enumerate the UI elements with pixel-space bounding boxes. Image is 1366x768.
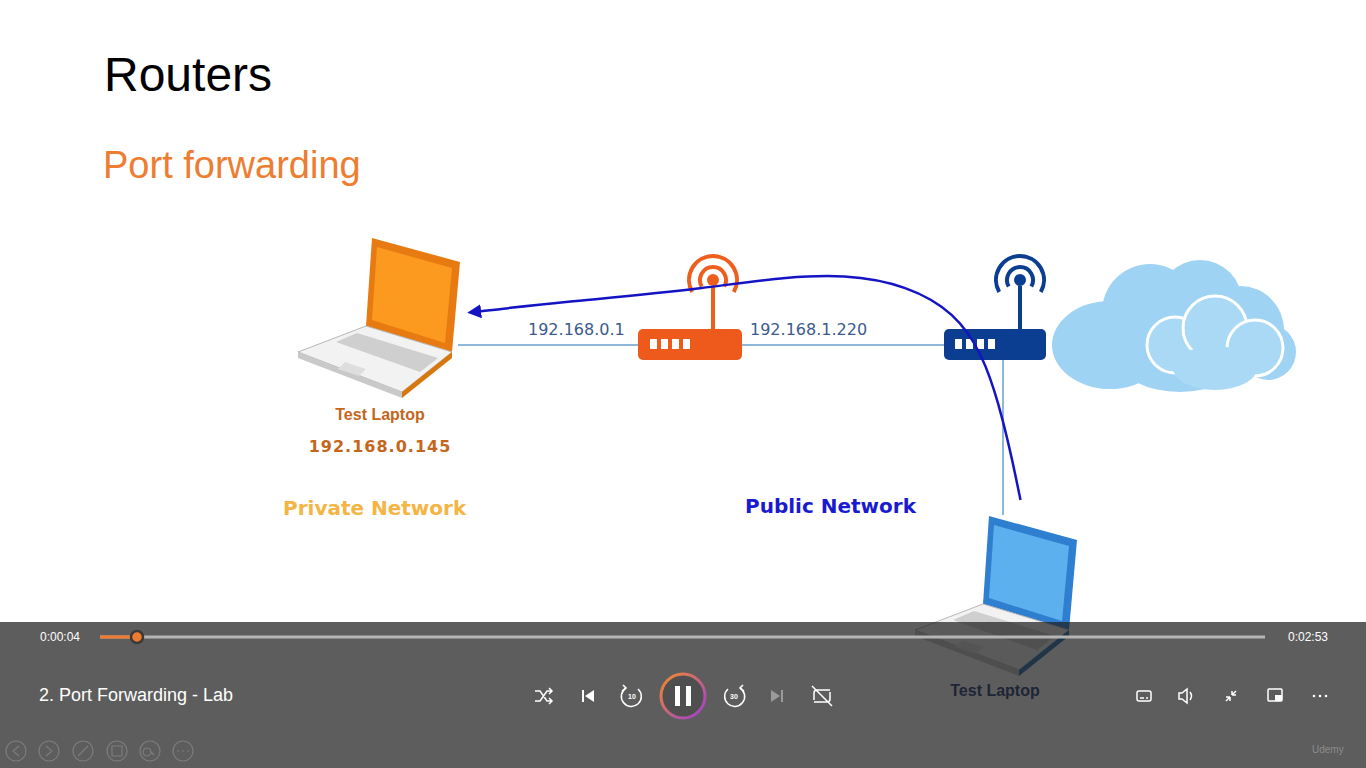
wires xyxy=(458,344,640,346)
label-wrap: 0:02:53 xyxy=(1288,630,1328,644)
toolbar-icons xyxy=(107,741,127,761)
toolbar-icons xyxy=(6,741,193,761)
control-icons xyxy=(621,688,641,706)
router-icon xyxy=(661,339,668,349)
label-wrap: 2. Port Forwarding - Lab xyxy=(39,685,233,707)
flow-arrow xyxy=(470,276,1021,500)
router-icon xyxy=(638,329,742,360)
router-icon xyxy=(1018,286,1022,330)
elapsed-time: 0:00:04 xyxy=(40,630,80,644)
control-icons xyxy=(1319,695,1322,698)
control-icons xyxy=(812,686,832,706)
label-wrap: 10 xyxy=(628,693,636,701)
wires xyxy=(742,344,945,346)
ip-address: 192.168.0.1 xyxy=(528,320,625,339)
ip-address: 192.168.0.145 xyxy=(309,437,452,457)
router-icon xyxy=(700,267,726,286)
router-icon xyxy=(711,286,715,330)
router-icon xyxy=(944,256,1046,360)
router-icon xyxy=(988,339,995,349)
control-icons xyxy=(1226,691,1236,701)
label-wrap: Private Network xyxy=(283,496,466,520)
control-icons xyxy=(1325,695,1328,698)
router-icon xyxy=(944,329,1046,360)
control-icons xyxy=(725,688,745,706)
progress-bar xyxy=(100,636,1265,639)
slide-title: Routers xyxy=(104,46,272,104)
router-icon xyxy=(977,339,984,349)
network-name: Private Network xyxy=(283,496,466,520)
control-icons xyxy=(1137,691,1151,701)
control-icons xyxy=(661,674,705,718)
label-wrap: Udemy xyxy=(1312,744,1344,756)
toolbar-icons xyxy=(13,746,189,756)
progress-bar xyxy=(100,631,1265,643)
laptop-icon xyxy=(298,238,460,398)
device-name: Test Laptop xyxy=(950,681,1039,701)
laptop-icon xyxy=(372,247,452,343)
toolbar-icons xyxy=(39,741,59,761)
video-title: 2. Port Forwarding - Lab xyxy=(39,685,233,707)
control-icons xyxy=(1140,697,1148,699)
label-wrap: 30 xyxy=(730,693,738,701)
label-wrap: 192.168.0.1 xyxy=(528,320,625,339)
skip-number: 10 xyxy=(628,693,636,701)
router-icon xyxy=(707,274,719,286)
total-time: 0:02:53 xyxy=(1288,630,1328,644)
router-icon xyxy=(955,339,962,349)
control-icons xyxy=(622,685,626,691)
control-icons xyxy=(740,685,744,691)
router-icon xyxy=(638,256,742,360)
control-icons xyxy=(585,690,594,702)
laptop-node: Test Laptop 192.168.0.145 xyxy=(290,236,470,461)
control-icons xyxy=(535,674,1327,718)
title-wrap: Routers xyxy=(104,46,272,104)
ip-address: 192.168.1.220 xyxy=(750,320,867,339)
router-icon xyxy=(672,339,679,349)
control-icons xyxy=(1268,689,1282,701)
wires xyxy=(458,345,1003,515)
control-icons xyxy=(582,690,584,702)
label-wrap: Public Network xyxy=(745,494,916,518)
router-icon xyxy=(1014,274,1026,286)
label-wrap: 192.168.1.220 xyxy=(750,320,867,339)
network-name: Public Network xyxy=(745,494,916,518)
laptop-icon xyxy=(989,525,1069,621)
label-wrap: 0:00:04 xyxy=(40,630,80,644)
control-icons xyxy=(675,686,680,706)
label-wrap: Port forwarding xyxy=(103,143,361,189)
control-icons xyxy=(1313,695,1316,698)
device-name: Test Laptop xyxy=(335,405,424,425)
watermark: Udemy xyxy=(1312,744,1344,756)
router-icon xyxy=(650,339,657,349)
router-icon xyxy=(683,339,690,349)
toolbar-icons xyxy=(6,741,26,761)
cloud xyxy=(1173,346,1257,390)
control-icons xyxy=(781,690,783,702)
laptop-icon xyxy=(338,362,366,376)
wires xyxy=(1002,360,1004,515)
control-icons xyxy=(1179,689,1192,703)
control-icons xyxy=(535,688,552,704)
control-icons xyxy=(1275,695,1282,701)
control-icons xyxy=(771,690,780,702)
control-icons xyxy=(686,686,691,706)
progress-bar xyxy=(131,631,143,643)
cloud xyxy=(1052,260,1296,392)
skip-number: 30 xyxy=(730,693,738,701)
slide-subtitle: Port forwarding xyxy=(103,143,361,189)
router-icon xyxy=(1007,267,1033,286)
laptop-node: Test Laptop xyxy=(910,500,1080,705)
